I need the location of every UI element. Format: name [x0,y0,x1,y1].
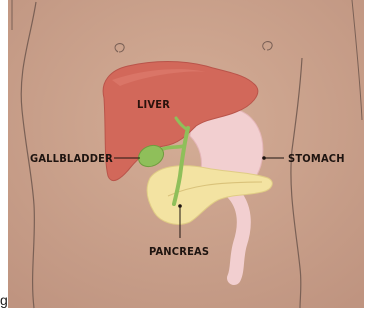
pancreas-label: PANCREAS [149,245,209,258]
left-border [0,0,8,308]
gallbladder-label: GALLBLADDER [30,152,113,165]
pancreas-leader-dot [178,204,182,208]
stomach-label: STOMACH [288,152,345,165]
lower-border [0,308,367,330]
caption-fragment: g [0,292,8,308]
liver-label: LIVER [137,98,170,111]
stomach-leader-dot [262,156,266,160]
